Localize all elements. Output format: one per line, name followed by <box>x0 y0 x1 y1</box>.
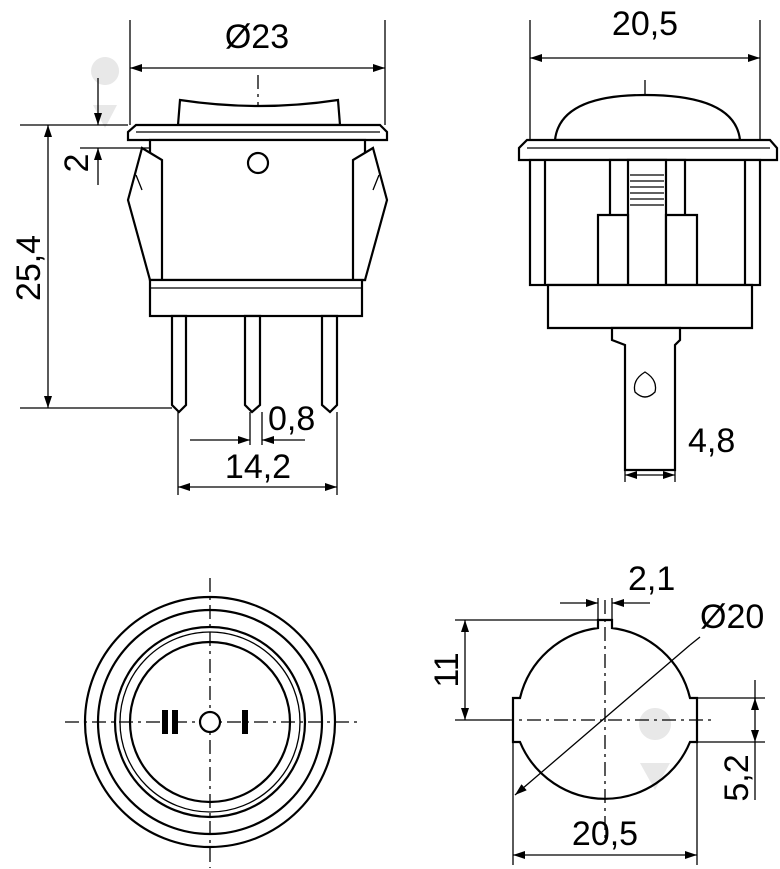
switch-symbols: II O I <box>0 0 3 1</box>
dimension-height-25-4: 25,4 <box>10 235 48 301</box>
dimension-diameter-20: Ø20 <box>700 598 764 636</box>
dimension-notch-2-1: 2,1 <box>628 560 675 598</box>
dimension-pin-spacing-14-2: 14,2 <box>225 448 291 486</box>
dimension-diameter-23: Ø23 <box>225 18 289 56</box>
dimension-flat-5-2: 5,2 <box>718 754 756 801</box>
front-view: II O I <box>0 0 360 868</box>
side-view-front: Ø23 25,4 2 0,8 14,2 <box>10 18 389 495</box>
dimension-pin-0-8: 0,8 <box>268 400 315 438</box>
side-view-right: 20,5 4,8 <box>517 5 779 482</box>
dimension-flange-2: 2 <box>58 154 96 173</box>
dimension-terminal-4-8: 4,8 <box>688 422 735 460</box>
dimension-offset-11: 11 <box>428 652 466 687</box>
dimension-width-20-5-top: 20,5 <box>612 5 678 43</box>
panel-cutout-view: Ø20 2,1 11 5,2 20,5 <box>428 560 765 865</box>
dimension-width-20-5-bottom: 20,5 <box>572 815 638 853</box>
